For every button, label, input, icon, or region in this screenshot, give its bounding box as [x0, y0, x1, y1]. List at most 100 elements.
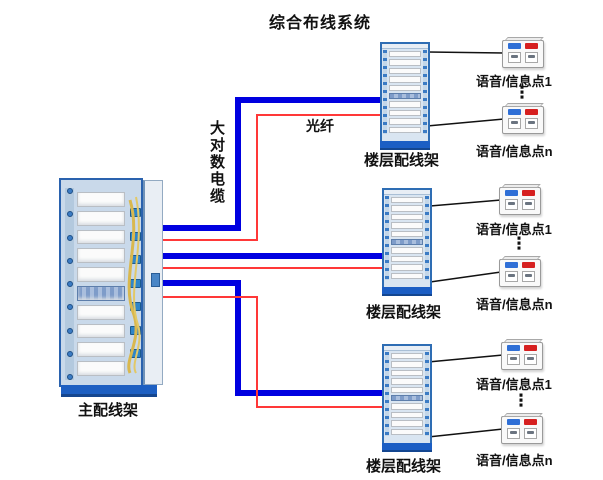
rack-rail-right [423, 50, 427, 134]
voice-port-icon [505, 262, 518, 268]
patch-panel [391, 353, 423, 360]
cable-ring-icon [66, 234, 73, 241]
fiber-run-top [152, 114, 382, 241]
cable-ring-icon [66, 281, 73, 287]
rack-rail-left [383, 50, 387, 134]
fiber-tray-panel [77, 285, 125, 301]
connector-block-icon [130, 231, 141, 241]
patch-panel [391, 230, 423, 238]
floor-rack-1-label: 楼层配线架 [364, 152, 440, 169]
link-g3-first [427, 354, 504, 363]
data-port-icon [525, 109, 538, 115]
floor-rack-2 [382, 188, 432, 296]
jack-icon [508, 52, 521, 63]
info-point-box [501, 342, 543, 370]
link-g3-nth [427, 428, 504, 438]
cable-ring-icon [66, 374, 73, 380]
patch-panel [77, 192, 125, 207]
rack-base [380, 141, 430, 150]
jack-icon [507, 428, 520, 439]
voice-port-icon [508, 109, 521, 115]
patch-panel-stack [391, 197, 423, 280]
data-port-icon [522, 262, 535, 268]
jack-icon [505, 271, 518, 282]
cable-ring-icon [66, 327, 73, 334]
endpoint-label-nth: 语音/信息点n [476, 144, 553, 159]
rack-base [382, 287, 432, 296]
patch-panel [77, 361, 125, 376]
patch-panel [77, 229, 125, 245]
cable-ring-icon [66, 304, 73, 311]
jack-icon [508, 118, 521, 129]
floor-rack-1 [380, 42, 430, 150]
patch-panel [391, 213, 423, 221]
main-rack-label: 主配线架 [78, 402, 139, 419]
rack-rail-left [385, 352, 389, 436]
voice-port-icon [505, 190, 518, 196]
rack-top-bar [384, 190, 430, 195]
jack-icon [522, 199, 535, 210]
patch-panel [391, 378, 423, 385]
jack-icon [525, 52, 538, 63]
patch-panel [389, 109, 421, 117]
patch-panel [389, 118, 421, 125]
jack-icon [507, 354, 520, 365]
cable-ring-icon [66, 257, 73, 264]
data-port-icon [522, 190, 535, 196]
ellipsis: ⋮ [512, 391, 530, 410]
patch-panel [389, 76, 421, 83]
link-g1-nth [426, 118, 505, 127]
cabinet-door-open [143, 180, 163, 385]
patch-panel [391, 411, 423, 419]
jack-icon [505, 199, 518, 210]
info-point-box [501, 416, 543, 444]
fiber-run-bottom [152, 296, 384, 408]
fiber-cable-label: 光纤 [306, 118, 334, 134]
info-point-box [502, 106, 544, 134]
rack-top-bar [384, 346, 430, 351]
patch-panel [391, 205, 423, 212]
floor-rack-2-label: 楼层配线架 [366, 304, 442, 321]
link-g2-nth [429, 271, 502, 283]
yellow-cables [127, 196, 141, 374]
patch-panel [77, 323, 125, 339]
rack-base [382, 443, 432, 452]
connector-block-icon [130, 208, 141, 217]
cable-ring-icon [66, 188, 73, 194]
copper-cable-label: 大对数电缆 [208, 120, 225, 205]
fiber-tray-panel [389, 93, 421, 100]
voice-port-icon [507, 419, 520, 425]
patch-panel [391, 420, 423, 427]
rack-top-bar [382, 44, 428, 49]
voice-port-icon [508, 43, 521, 49]
info-point-box [499, 259, 541, 287]
main-rack-cabinet [59, 178, 143, 387]
patch-panel [77, 210, 125, 226]
jack-icon [524, 428, 537, 439]
patch-panel [391, 197, 423, 204]
copper-run-bottom [152, 280, 384, 396]
copper-run-top [152, 97, 382, 231]
patch-panel [389, 84, 421, 92]
patch-panel [391, 247, 423, 254]
floor-rack-3-label: 楼层配线架 [366, 458, 442, 475]
link-g2-first [429, 199, 502, 207]
ellipsis: ⋮ [510, 234, 528, 253]
patch-panel [389, 101, 421, 108]
patch-panel [391, 403, 423, 410]
jack-icon [524, 354, 537, 365]
patch-panel [389, 126, 421, 134]
patch-panel [391, 222, 423, 229]
page-title: 综合布线系统 [268, 15, 371, 32]
patch-panel [389, 67, 421, 75]
floor-rack-3 [382, 344, 432, 452]
patch-panel [391, 386, 423, 394]
info-point-box [502, 40, 544, 68]
data-port-icon [524, 345, 537, 351]
door-lock [151, 273, 160, 287]
endpoint-label-nth: 语音/信息点n [476, 453, 553, 468]
cable-ring-icon [66, 350, 73, 357]
patch-panel [77, 267, 125, 282]
cable-ring-rail [65, 188, 74, 380]
